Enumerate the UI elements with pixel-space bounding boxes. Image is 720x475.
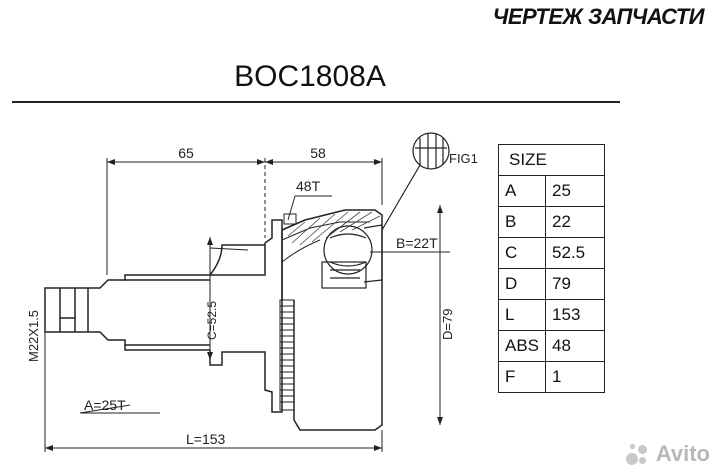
label-m: M22X1.5 — [26, 310, 41, 362]
fig1-detail — [381, 132, 450, 231]
dim-lines — [44, 158, 441, 452]
label-b: B=22T — [396, 235, 438, 251]
label-a: A=25T — [84, 397, 126, 413]
size-key: A — [497, 175, 547, 207]
leader-lines — [209, 195, 450, 253]
stub-shaft — [44, 219, 283, 413]
part-number: BOC1808A — [234, 60, 386, 93]
size-value: 79 — [545, 268, 606, 300]
watermark-text: Avito — [655, 441, 710, 466]
dim-58: 58 — [310, 145, 326, 161]
size-value: 48 — [545, 330, 606, 362]
label-fig1: FIG1 — [449, 151, 478, 166]
size-key: B — [497, 206, 547, 238]
label-d: D=79 — [440, 309, 455, 340]
label-l: L=153 — [186, 431, 226, 447]
size-value: 1 — [545, 361, 606, 393]
dim-65: 65 — [178, 145, 194, 161]
size-key: ABS — [497, 330, 547, 362]
avito-watermark: Avito — [624, 441, 710, 467]
size-key: L — [497, 299, 547, 331]
size-table-header-row: SIZE — [497, 144, 606, 176]
size-key: C — [497, 237, 547, 269]
bell-housing — [281, 209, 383, 431]
ball-cage — [321, 224, 383, 289]
dim-arrows — [45, 159, 443, 451]
size-key: F — [497, 361, 547, 393]
size-table-header: SIZE — [497, 144, 606, 176]
label-c: C=52.5 — [205, 301, 219, 340]
header-title: ЧЕРТЕЖ ЗАПЧАСТИ — [492, 4, 705, 29]
size-key: D — [497, 268, 547, 300]
size-value: 153 — [545, 299, 606, 331]
avito-logo-icon — [624, 441, 650, 467]
size-value: 22 — [545, 206, 606, 238]
size-value: 52.5 — [545, 237, 606, 269]
spline-box — [283, 213, 297, 225]
label-48t: 48T — [296, 178, 321, 194]
section-hatch — [287, 211, 381, 246]
size-value: 25 — [545, 175, 606, 207]
